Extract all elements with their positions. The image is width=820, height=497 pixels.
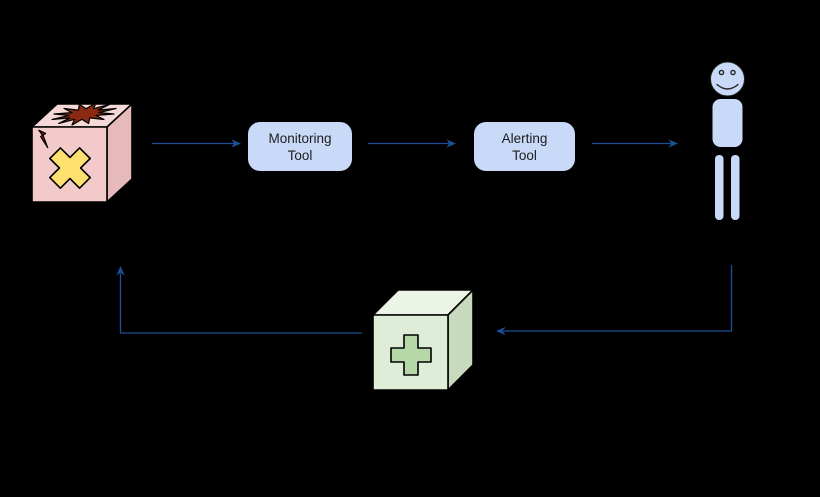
arrowhead-right-icon — [446, 139, 456, 148]
node-broken-system — [31, 102, 133, 203]
person-leg-right — [731, 155, 740, 220]
monitoring-tool-label-line1: Monitoring — [268, 130, 332, 146]
error-x-icon — [48, 147, 91, 189]
arrowhead-right-icon — [231, 139, 241, 148]
connector-line — [119, 273, 362, 334]
edge-alerting-to-person — [592, 139, 678, 148]
monitoring-tool-label-line2: Tool — [287, 147, 313, 163]
person-leg-left — [715, 155, 724, 220]
edge-system-to-monitoring — [152, 139, 241, 148]
arrowhead-up-icon — [116, 266, 125, 276]
person-eye-left-icon — [718, 69, 725, 76]
node-monitoring-tool: Monitoring Tool — [248, 122, 352, 171]
person-smile-icon — [716, 83, 739, 90]
alerting-tool-label-line1: Alerting — [501, 130, 548, 146]
node-alerting-tool: Alerting Tool — [474, 122, 575, 171]
edge-monitoring-to-alerting — [368, 139, 456, 148]
node-person — [710, 61, 745, 220]
alerting-tool-label-line2: Tool — [512, 147, 537, 163]
plus-cross-icon — [390, 334, 432, 376]
node-fix-box — [372, 289, 474, 391]
lightning-bolt-icon — [38, 129, 49, 149]
connector-line — [503, 265, 733, 332]
arrowhead-left-icon — [496, 326, 506, 336]
explosion-splat-icon — [51, 102, 117, 126]
edge-person-to-fix — [496, 265, 733, 336]
edge-fix-to-system — [116, 266, 362, 334]
person-eye-right-icon — [730, 69, 736, 76]
arrowhead-right-icon — [668, 139, 678, 148]
person-torso — [712, 99, 743, 147]
person-head — [710, 61, 745, 97]
